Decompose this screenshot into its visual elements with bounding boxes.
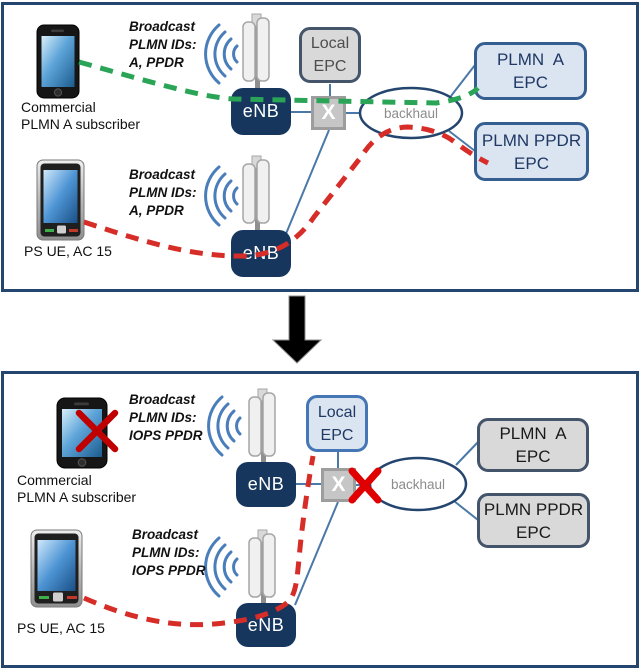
antenna-tower-icon-bottom — [242, 155, 270, 232]
ps-ue-phone-icon — [30, 529, 83, 608]
enb-node-top: eNB — [231, 88, 291, 135]
gateway-x-node: X — [321, 468, 356, 502]
enb-label: eNB — [242, 243, 280, 263]
plmn-a-epc-node: PLMN A EPC — [477, 418, 589, 472]
plmn-a-epc-line2: EPC — [515, 447, 551, 466]
plmn-ppdr-epc-line1: PLMN PPDR — [483, 499, 584, 519]
backhaul-label: backhaul — [383, 106, 439, 121]
diagram-underlay-top — [36, 13, 476, 242]
broadcast-plmn-ids-top: Broadcast PLMN IDs: A, PPDR — [129, 19, 197, 70]
local-epc-line1: Local — [317, 403, 357, 421]
enb-node-top: eNB — [236, 462, 296, 507]
antenna-tower-icon-bottom — [248, 529, 276, 605]
enb-label: eNB — [247, 474, 285, 494]
radio-waves-icon-top — [207, 395, 242, 457]
broadcast-plmn-ids-bottom: Broadcast PLMN IDs: A, PPDR — [129, 167, 197, 218]
down-arrow-icon — [271, 295, 323, 364]
ps-ue-label: PS UE, AC 15 — [24, 243, 112, 259]
radio-waves-icon-bottom — [204, 536, 239, 598]
gateway-x-label: X — [331, 473, 346, 496]
commercial-ue-phone-icon — [36, 24, 80, 99]
antenna-tower-icon-top — [242, 13, 270, 90]
commercial-ue-label: Commercial PLMN A subscriber — [17, 472, 137, 505]
local-epc-node: Local EPC — [306, 395, 368, 452]
plmn-ppdr-epc-line2: EPC — [514, 153, 549, 173]
gateway-x-label: X — [321, 101, 336, 124]
enb-node-bottom: eNB — [231, 230, 291, 277]
enb-label: eNB — [247, 614, 285, 635]
commercial-ue-label: Commercial PLMN A subscriber — [21, 99, 141, 132]
plmn-a-epc-node: PLMN A EPC — [474, 42, 587, 100]
radio-waves-icon-bottom — [204, 165, 239, 227]
panel-normal-operation: eNB eNB Local EPC X backhaul PLMN A EPC … — [1, 2, 639, 292]
ps-ue-phone-icon — [36, 159, 85, 241]
local-epc-line1: Local — [310, 35, 350, 52]
plmn-a-epc-line1: PLMN A — [496, 50, 565, 69]
enb-node-bottom: eNB — [236, 603, 296, 647]
ps-ue-label: PS UE, AC 15 — [17, 620, 105, 636]
broadcast-plmn-ids-bottom: Broadcast PLMN IDs: IOPS PPDR — [132, 527, 206, 578]
radio-waves-icon-top — [204, 23, 239, 85]
plmn-ppdr-epc-node: PLMN PPDR EPC — [474, 122, 589, 181]
plmn-ppdr-epc-node: PLMN PPDR EPC — [477, 493, 590, 548]
plmn-ppdr-epc-line1: PLMN PPDR — [481, 130, 582, 150]
panel-iops-operation: eNB eNB Local EPC X backhaul PLMN A EPC … — [1, 371, 639, 668]
gateway-x-node: X — [311, 96, 346, 130]
backhaul-label: backhaul — [390, 477, 446, 492]
local-epc-line2: EPC — [313, 58, 347, 75]
local-epc-node: Local EPC — [299, 27, 361, 83]
commercial-ue-phone-icon — [56, 397, 108, 469]
local-epc-line2: EPC — [320, 426, 354, 444]
antenna-tower-icon-top — [248, 388, 276, 464]
plmn-a-epc-line2: EPC — [513, 73, 548, 92]
broadcast-plmn-ids-top: Broadcast PLMN IDs: IOPS PPDR — [129, 392, 203, 443]
enb-label: eNB — [242, 101, 280, 121]
plmn-ppdr-epc-line2: EPC — [516, 522, 551, 542]
blue-connector-lines — [282, 64, 476, 242]
plmn-a-epc-line1: PLMN A — [499, 424, 567, 443]
